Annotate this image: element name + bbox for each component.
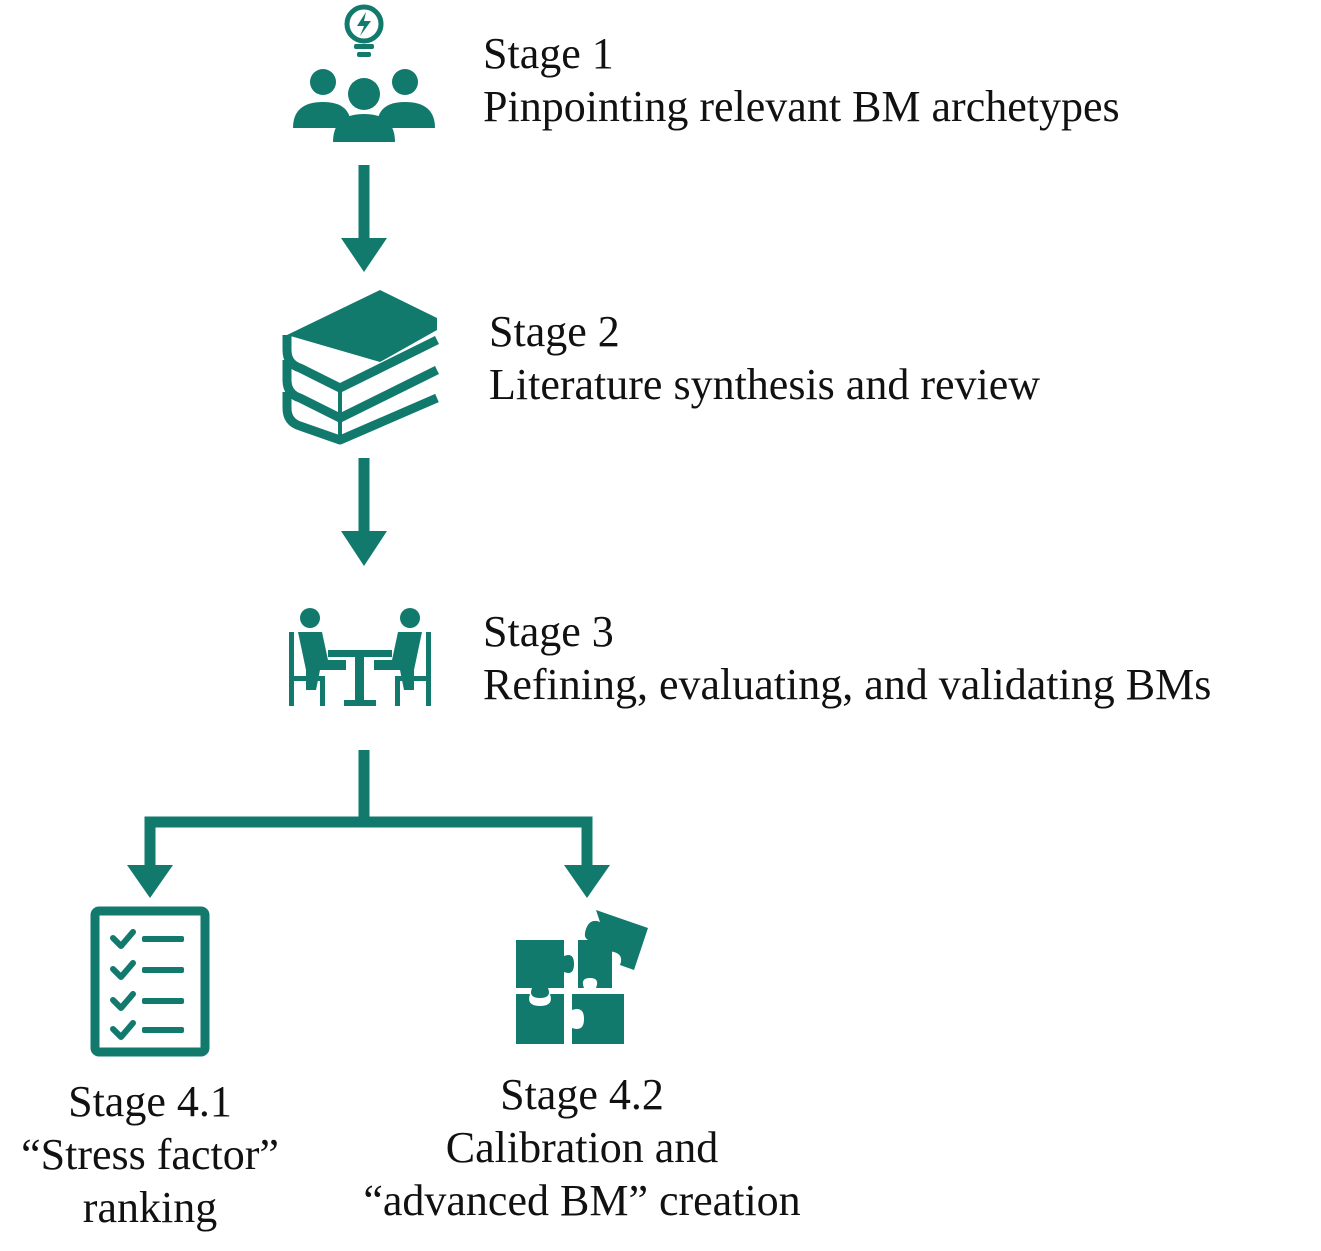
stage-4-1-description-line-1: “Stress factor” [21, 1129, 279, 1179]
arrow-stage2-to-stage3 [341, 458, 387, 566]
stage-4-2-label: Stage 4.2 Calibration and “advanced BM” … [363, 1069, 800, 1227]
puzzle-icon [516, 910, 648, 1044]
team-idea-icon [293, 4, 435, 142]
branch-connector [127, 750, 610, 898]
stage-1-label: Stage 1 Pinpointing relevant BM archetyp… [483, 28, 1120, 134]
stage-3-description: Refining, evaluating, and validating BMs [483, 659, 1212, 709]
stage-1-description: Pinpointing relevant BM archetypes [483, 81, 1120, 131]
stage-4-1-title: Stage 4.1 [68, 1077, 232, 1126]
stage-4-2-description-line-1: Calibration and [445, 1122, 719, 1172]
stage-4-1-label: Stage 4.1 “Stress factor” ranking [21, 1076, 279, 1234]
stage-4-2-title: Stage 4.2 [500, 1070, 664, 1119]
stage-2-title: Stage 2 [489, 307, 620, 356]
stage-3-title: Stage 3 [483, 607, 614, 656]
stage-3-label: Stage 3 Refining, evaluating, and valida… [483, 606, 1211, 712]
checklist-icon [90, 906, 210, 1057]
books-icon [282, 290, 439, 445]
stage-4-1-description-line-2: ranking [82, 1182, 218, 1232]
stage-2-label: Stage 2 Literature synthesis and review [489, 306, 1040, 412]
meeting-table-icon [289, 608, 431, 706]
arrow-stage1-to-stage2 [341, 165, 387, 272]
stage-4-2-description-line-2: “advanced BM” creation [363, 1175, 801, 1225]
stage-2-description: Literature synthesis and review [489, 359, 1041, 409]
stage-1-title: Stage 1 [483, 29, 614, 78]
